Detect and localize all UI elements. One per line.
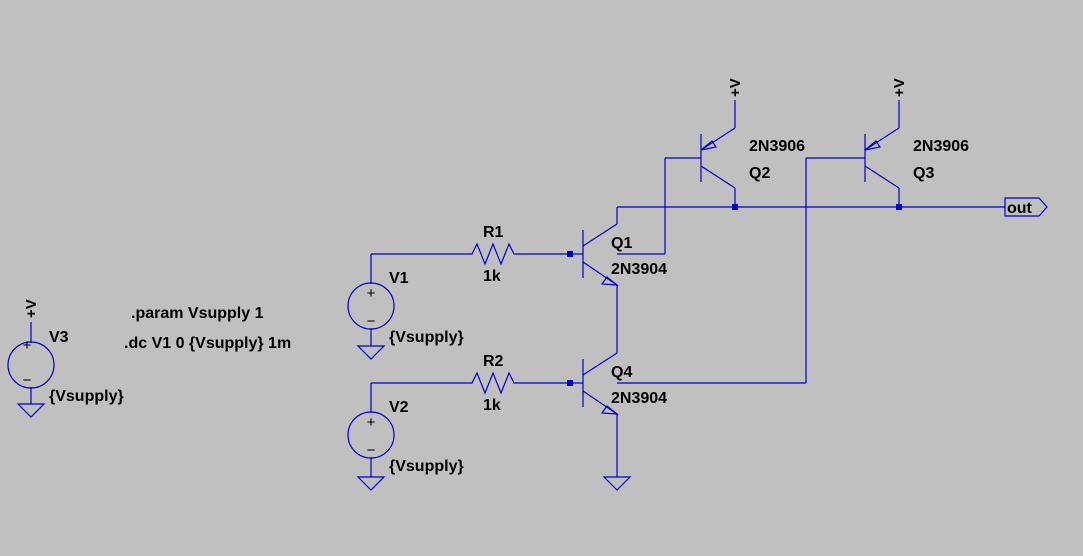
q2-model: 2N3906 xyxy=(749,138,805,155)
dc-directive[interactable]: .dc V1 0 {Vsupply} 1m xyxy=(124,335,291,352)
q3-plus-v-label: +V xyxy=(891,78,908,97)
ground-icon xyxy=(356,345,386,360)
q1-npn-transistor[interactable] xyxy=(570,207,619,353)
q2-plus-v-text: +V xyxy=(727,78,744,97)
r2-name: R2 xyxy=(483,353,504,370)
v3-plus-v-text: +V xyxy=(23,299,40,318)
q4-npn-transistor[interactable] xyxy=(570,352,632,491)
ground-icon xyxy=(602,476,632,491)
v2-name: V2 xyxy=(389,399,409,416)
q3-pnp-transistor[interactable] xyxy=(617,100,900,384)
param-directive[interactable]: .param Vsupply 1 xyxy=(131,305,264,322)
v1-source[interactable]: + − xyxy=(347,254,395,360)
r2-resistor[interactable] xyxy=(371,371,570,395)
junction-dot xyxy=(732,204,738,210)
q1-name: Q1 xyxy=(611,235,632,252)
out-label: out xyxy=(1007,200,1033,217)
v2-value: {Vsupply} xyxy=(389,458,464,475)
v1-value: {Vsupply} xyxy=(389,329,464,346)
q2-name: Q2 xyxy=(749,165,770,182)
out-port-flag[interactable]: out xyxy=(1004,197,1048,217)
ground-icon xyxy=(16,403,46,418)
q3-model: 2N3906 xyxy=(913,138,969,155)
ground-icon xyxy=(356,476,386,491)
r1-resistor[interactable] xyxy=(371,242,570,266)
q1-model: 2N3904 xyxy=(611,261,667,278)
junction-dot xyxy=(567,380,573,386)
r1-value: 1k xyxy=(483,268,501,285)
q2-pnp-transistor[interactable] xyxy=(617,100,736,255)
v3-plus-v-label: +V xyxy=(23,299,40,318)
v3-value: {Vsupply} xyxy=(49,388,124,405)
q3-name: Q3 xyxy=(913,165,934,182)
q4-name: Q4 xyxy=(611,364,632,381)
v3-name: V3 xyxy=(49,329,69,346)
r1-name: R1 xyxy=(483,224,504,241)
v2-plus-sign: + xyxy=(367,414,376,431)
v3-plus-sign: + xyxy=(23,337,32,354)
q2-plus-v-label: +V xyxy=(727,78,744,97)
v3-minus-sign: − xyxy=(23,372,32,389)
v1-minus-sign: − xyxy=(367,313,376,330)
v2-source[interactable]: + − xyxy=(347,383,395,491)
v1-name: V1 xyxy=(389,270,409,287)
v3-source[interactable]: + − xyxy=(7,322,55,418)
v2-minus-sign: − xyxy=(367,442,376,459)
q3-plus-v-text: +V xyxy=(891,78,908,97)
junction-dot xyxy=(896,204,902,210)
q4-model: 2N3904 xyxy=(611,390,667,407)
v1-plus-sign: + xyxy=(367,285,376,302)
junction-dot xyxy=(567,251,573,257)
r2-value: 1k xyxy=(483,397,501,414)
